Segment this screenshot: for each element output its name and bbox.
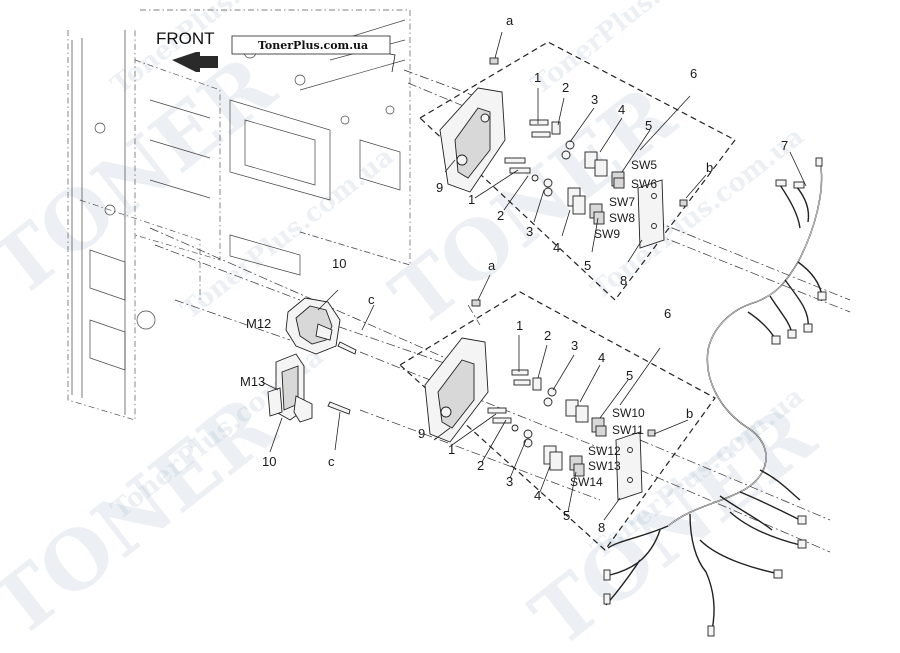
watermark-banner: TonerPlus.com.ua bbox=[231, 35, 396, 73]
callout-5: 5 bbox=[584, 258, 591, 273]
sensor-board bbox=[637, 179, 665, 249]
callout-5: 5 bbox=[645, 118, 652, 133]
wire-harness bbox=[603, 151, 827, 637]
callout-2: 2 bbox=[477, 458, 484, 473]
motor-label-m13: M13 bbox=[240, 374, 265, 389]
switch-label: SW10 bbox=[612, 406, 645, 420]
switch-label: SW13 bbox=[588, 459, 621, 473]
banner-text: TonerPlus.com.ua bbox=[258, 39, 368, 52]
callout-1: 1 bbox=[448, 442, 455, 457]
callout-1: 1 bbox=[534, 70, 541, 85]
switch-label: SW6 bbox=[631, 177, 657, 191]
callout-4: 4 bbox=[534, 488, 541, 503]
callout-1: 1 bbox=[516, 318, 523, 333]
callout-3: 3 bbox=[591, 92, 598, 107]
callout-9: 9 bbox=[418, 426, 425, 441]
callout-2: 2 bbox=[544, 328, 551, 343]
switch-label: SW5 bbox=[631, 158, 657, 172]
callout-9: 9 bbox=[436, 180, 443, 195]
assembly-boundary bbox=[399, 291, 716, 551]
callout-6: 6 bbox=[664, 306, 671, 321]
callout-10: 10 bbox=[332, 256, 346, 271]
callout-8: 8 bbox=[620, 273, 627, 288]
watermark-text: TONER bbox=[514, 388, 832, 653]
callout-c: c bbox=[328, 454, 335, 469]
sensor-board bbox=[615, 431, 643, 501]
callout-4: 4 bbox=[618, 102, 625, 117]
callout-10: 10 bbox=[262, 454, 276, 469]
callout-3: 3 bbox=[526, 224, 533, 239]
callout-a: a bbox=[506, 13, 514, 28]
front-arrow-icon bbox=[172, 52, 218, 72]
switch-label: SW12 bbox=[588, 444, 621, 458]
switch-label: SW11 bbox=[612, 423, 644, 437]
motors: 10 c M12 M13 10 c bbox=[240, 256, 375, 469]
callout-3: 3 bbox=[571, 338, 578, 353]
callout-4: 4 bbox=[553, 240, 560, 255]
callout-5: 5 bbox=[563, 508, 570, 523]
callout-1: 1 bbox=[468, 192, 475, 207]
watermark-text: TONER bbox=[0, 378, 292, 653]
callout-8: 8 bbox=[598, 520, 605, 535]
machine-frame bbox=[67, 9, 411, 421]
upper-assembly: a 1 2 3 4 5 6 7 9 1 2 3 4 5 8 b SW5 SW6 … bbox=[419, 13, 788, 301]
callout-b: b bbox=[706, 160, 713, 175]
front-indicator: FRONT bbox=[156, 29, 218, 72]
switch-label: SW7 bbox=[609, 195, 635, 209]
front-label: FRONT bbox=[156, 29, 215, 48]
callout-2: 2 bbox=[562, 80, 569, 95]
motor-label-m12: M12 bbox=[246, 316, 271, 331]
callout-a: a bbox=[488, 258, 496, 273]
switch-label: SW14 bbox=[570, 475, 603, 489]
switch-label: SW8 bbox=[609, 211, 635, 225]
switch-label: SW9 bbox=[594, 227, 620, 241]
callout-2: 2 bbox=[497, 208, 504, 223]
callout-7: 7 bbox=[781, 138, 788, 153]
callout-b: b bbox=[686, 406, 693, 421]
callout-c: c bbox=[368, 292, 375, 307]
callout-4: 4 bbox=[598, 350, 605, 365]
callout-6: 6 bbox=[690, 66, 697, 81]
callout-5: 5 bbox=[626, 368, 633, 383]
callout-3: 3 bbox=[506, 474, 513, 489]
lower-assembly: a 1 2 3 4 5 6 9 1 2 3 4 5 8 b SW10 SW11 … bbox=[399, 258, 716, 551]
center-lines bbox=[149, 69, 851, 553]
